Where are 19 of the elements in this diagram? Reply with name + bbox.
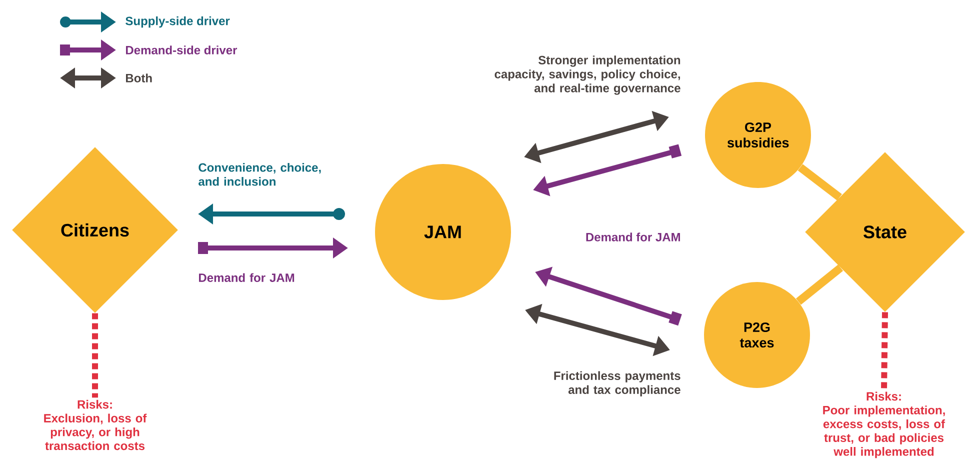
circle-node: P2G taxes [704,282,810,388]
edge-label: Frictionless payments and tax compliance [554,371,680,396]
diamond-node: Citizens [12,147,178,313]
legend-text: Supply-side driver [126,16,230,28]
connector-line [796,264,844,305]
circle-node: JAM [375,164,511,300]
arrow-label: Demand for JAM [586,232,680,242]
edge-label: Demand for JAM [199,273,294,282]
diamond-node: State [805,152,965,312]
edge-label: Convenience, choice, and inclusion [198,163,321,186]
connector-line [798,164,842,200]
legend-text: Both [126,74,152,82]
legend-text: Demand-side driver [126,46,238,54]
edge-label: Stronger implementation capacity, savings, policy choice, and real-time governance [494,56,680,95]
risk-note: Risks: Poor implementation, excess costs, loss of trust, or bad policies well implemented [823,392,946,458]
risk-note: Risks: Exclusion, loss of privacy, or high transaction costs [44,400,147,450]
dotted-line [92,313,98,398]
circle-node: G2P subsidies [705,82,811,188]
dotted-line [881,312,888,390]
